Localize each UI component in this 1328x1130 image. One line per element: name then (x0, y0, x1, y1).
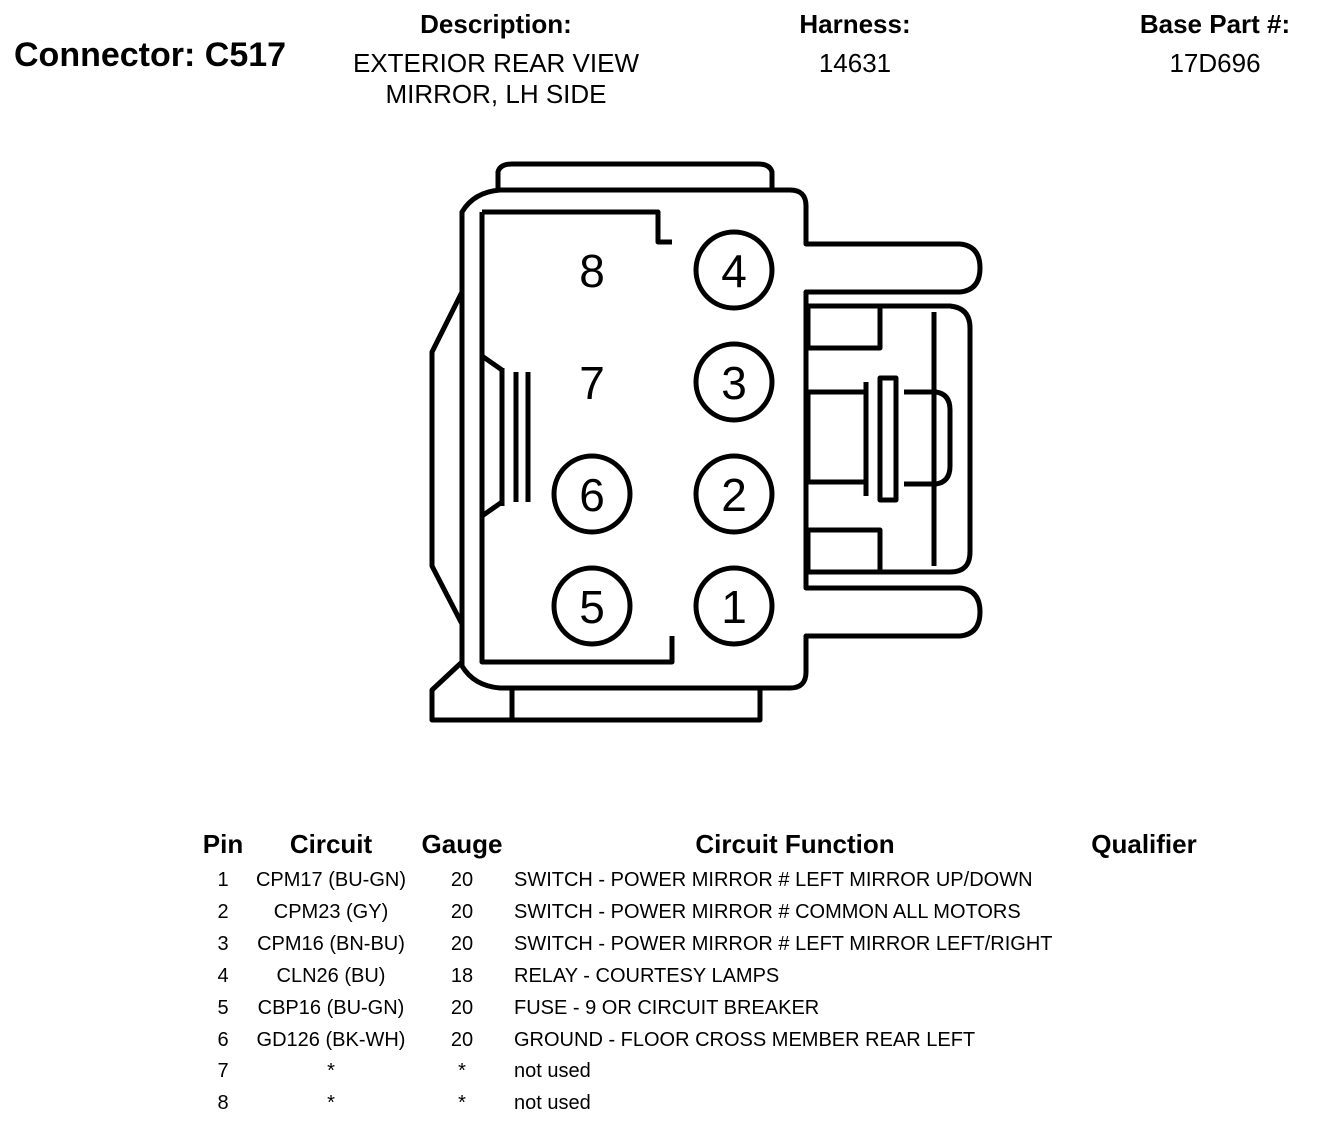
table-row: 8 * * not used (0, 1092, 1328, 1124)
table-row: 5 CBP16 (BU-GN) 20 FUSE - 9 OR CIRCUIT B… (0, 997, 1328, 1029)
row-function: not used (514, 1060, 591, 1082)
row-circuit: * (327, 1092, 335, 1114)
description-value: EXTERIOR REAR VIEW MIRROR, LH SIDE (336, 48, 656, 110)
pin-circle-3 (693, 341, 775, 423)
row-gauge: 20 (450, 933, 474, 955)
pin-number-2: 2 (721, 469, 747, 521)
row-function: SWITCH - POWER MIRROR # LEFT MIRROR LEFT… (514, 933, 1053, 955)
row-function: GROUND - FLOOR CROSS MEMBER REAR LEFT (514, 1029, 976, 1051)
row-circuit: CPM17 (BU-GN) (255, 869, 406, 891)
row-gauge: 20 (450, 901, 474, 923)
row-gauge: * (458, 1060, 466, 1082)
table-row: 7 * * not used (0, 1060, 1328, 1092)
row-circuit: CPM23 (GY) (273, 901, 389, 923)
row-gauge: * (458, 1092, 466, 1114)
pin-circle-6 (551, 453, 633, 535)
connector-title: Connector: C517 (14, 36, 287, 74)
harness-label: Harness: (799, 9, 911, 39)
description-line-1: EXTERIOR REAR VIEW (352, 48, 640, 78)
header-qualifier: Qualifier (1091, 829, 1197, 859)
row-gauge: 20 (450, 1029, 474, 1051)
pin-circle-5 (551, 565, 633, 647)
row-pin: 1 (217, 869, 229, 891)
base-part-label: Base Part #: (1139, 9, 1291, 39)
pin-number-7: 7 (579, 357, 605, 409)
description-line-2: MIRROR, LH SIDE (385, 79, 607, 109)
row-pin: 5 (217, 997, 229, 1019)
row-function: FUSE - 9 OR CIRCUIT BREAKER (514, 997, 820, 1019)
row-circuit: CBP16 (BU-GN) (257, 997, 405, 1019)
connector-housing (429, 161, 983, 723)
pin-number-4: 4 (721, 245, 747, 297)
pin-number-1: 1 (721, 581, 747, 633)
row-pin: 2 (217, 901, 229, 923)
pin-circle-2 (693, 453, 775, 535)
row-circuit: CLN26 (BU) (276, 965, 386, 987)
row-circuit: * (327, 1060, 335, 1082)
pin-circle-1 (693, 565, 775, 647)
pin-number-8: 8 (579, 245, 605, 297)
row-function: SWITCH - POWER MIRROR # LEFT MIRROR UP/D… (514, 869, 1033, 891)
table-row: 6 GD126 (BK-WH) 20 GROUND - FLOOR CROSS … (0, 1029, 1328, 1061)
table-row: 4 CLN26 (BU) 18 RELAY - COURTESY LAMPS (0, 965, 1328, 997)
connector-face-diagram: 4 3 2 1 8 7 6 5 (429, 161, 983, 723)
row-circuit: CPM16 (BN-BU) (257, 933, 405, 955)
table-row: 1 CPM17 (BU-GN) 20 SWITCH - POWER MIRROR… (0, 869, 1328, 901)
header-circuit-function: Circuit Function (695, 829, 895, 859)
pin-number-6: 6 (579, 469, 605, 521)
base-part-value: 17D696 (1169, 48, 1261, 78)
header-pin: Pin (202, 829, 244, 859)
row-function: SWITCH - POWER MIRROR # COMMON ALL MOTOR… (514, 901, 1021, 923)
harness-value: 14631 (818, 48, 892, 78)
row-gauge: 20 (450, 997, 474, 1019)
row-gauge: 18 (450, 965, 474, 987)
row-circuit: GD126 (BK-WH) (256, 1029, 406, 1051)
row-pin: 6 (217, 1029, 229, 1051)
row-pin: 3 (217, 933, 229, 955)
pin-number-3: 3 (721, 357, 747, 409)
table-row: 3 CPM16 (BN-BU) 20 SWITCH - POWER MIRROR… (0, 933, 1328, 965)
pin-number-5: 5 (579, 581, 605, 633)
row-pin: 8 (217, 1092, 229, 1114)
header-circuit: Circuit (289, 829, 373, 859)
description-label: Description: (420, 9, 572, 39)
pin-circle-4 (693, 229, 775, 311)
row-function: RELAY - COURTESY LAMPS (514, 965, 780, 987)
row-gauge: 20 (450, 869, 474, 891)
row-function: not used (514, 1092, 591, 1114)
row-pin: 7 (217, 1060, 229, 1082)
table-row: 2 CPM23 (GY) 20 SWITCH - POWER MIRROR # … (0, 901, 1328, 933)
pin-cavities (551, 229, 775, 647)
header-gauge: Gauge (421, 829, 503, 859)
row-pin: 4 (217, 965, 229, 987)
